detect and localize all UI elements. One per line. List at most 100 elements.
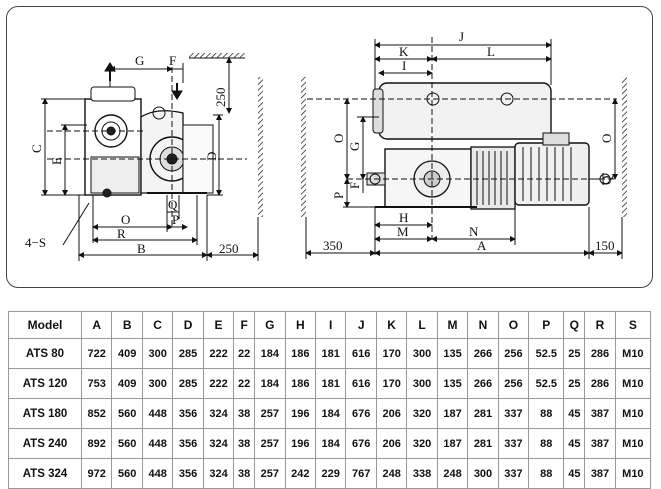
value-cell: 972: [80, 458, 113, 489]
value-cell: 448: [141, 458, 174, 489]
value-cell: 676: [345, 428, 377, 459]
column-header: C: [141, 311, 174, 339]
value-cell: 186: [284, 338, 317, 369]
label-D: D: [204, 152, 219, 161]
value-cell: 286: [584, 338, 616, 369]
value-cell: 206: [375, 398, 408, 429]
value-cell: 256: [497, 338, 530, 369]
value-cell: 206: [375, 428, 408, 459]
wall-hatch-left-view: [258, 77, 263, 217]
label-250-top: 250: [213, 88, 228, 108]
label-350: 350: [323, 238, 343, 253]
value-cell: 186: [284, 368, 317, 399]
value-cell: 52.5: [528, 368, 565, 399]
value-cell: 356: [172, 428, 204, 459]
label-F-right: F: [347, 182, 362, 189]
value-cell: 184: [254, 338, 286, 369]
value-cell: M10: [614, 368, 652, 399]
value-cell: 181: [314, 368, 347, 399]
value-cell: 45: [563, 398, 586, 429]
column-header: A: [80, 311, 113, 339]
value-cell: 242: [284, 458, 317, 489]
value-cell: 170: [375, 338, 408, 369]
dimension-spec-table: Model A B C D E F G H I J K L M N O P Q …: [8, 311, 652, 489]
label-Q-right: Q: [599, 175, 614, 185]
label-P: P: [172, 212, 179, 227]
value-cell: 852: [80, 398, 113, 429]
value-cell: 616: [345, 338, 377, 369]
label-J: J: [459, 29, 464, 44]
value-cell: 281: [467, 398, 499, 429]
model-cell: ATS 180: [8, 398, 82, 429]
value-cell: 560: [111, 398, 143, 429]
value-cell: 181: [314, 338, 347, 369]
value-cell: 248: [436, 458, 469, 489]
value-cell: M10: [614, 458, 652, 489]
column-header: F: [233, 311, 256, 339]
wall-hatch-right-view-right: [622, 77, 627, 217]
value-cell: 300: [406, 368, 438, 399]
left-view-labels: G F 250 C E D Q P O R B 250 4−S: [25, 53, 239, 256]
column-header: R: [584, 311, 616, 339]
value-cell: 196: [284, 428, 317, 459]
value-cell: 196: [284, 398, 317, 429]
label-E: E: [49, 157, 64, 165]
value-cell: 285: [172, 368, 204, 399]
value-cell: 22: [233, 338, 256, 369]
column-header: N: [467, 311, 499, 339]
value-cell: 22: [233, 368, 256, 399]
dimension-drawing: G F 250 C E D Q P O R B 250 4−S: [25, 29, 627, 261]
label-M: M: [397, 224, 409, 239]
column-header: D: [172, 311, 204, 339]
dimension-drawing-panel: G F 250 C E D Q P O R B 250 4−S: [6, 6, 653, 288]
value-cell: 356: [172, 458, 204, 489]
label-4-S: 4−S: [25, 235, 46, 250]
value-cell: 320: [406, 398, 438, 429]
value-cell: 676: [345, 398, 377, 429]
label-250-bottom: 250: [219, 241, 239, 256]
value-cell: 324: [202, 458, 235, 489]
value-cell: 184: [314, 428, 347, 459]
value-cell: 135: [436, 338, 469, 369]
value-cell: M10: [614, 428, 652, 459]
value-cell: 257: [254, 458, 286, 489]
label-O: O: [121, 212, 130, 227]
value-cell: 257: [254, 398, 286, 429]
column-header: L: [406, 311, 438, 339]
label-L: L: [487, 44, 495, 59]
value-cell: 266: [467, 368, 499, 399]
value-cell: 170: [375, 368, 408, 399]
value-cell: 38: [233, 428, 256, 459]
value-cell: 248: [375, 458, 408, 489]
right-side-view: [301, 37, 627, 259]
value-cell: 45: [563, 428, 586, 459]
column-header: G: [254, 311, 286, 339]
value-cell: 281: [467, 428, 499, 459]
value-cell: 222: [202, 368, 235, 399]
value-cell: 257: [254, 428, 286, 459]
label-F: F: [169, 53, 176, 68]
value-cell: 88: [528, 428, 565, 459]
value-cell: 38: [233, 458, 256, 489]
value-cell: 38: [233, 398, 256, 429]
left-end-view: [41, 53, 263, 261]
value-cell: 25: [563, 338, 586, 369]
value-cell: M10: [614, 398, 652, 429]
value-cell: 286: [584, 368, 616, 399]
value-cell: 892: [80, 428, 113, 459]
value-cell: 448: [141, 398, 174, 429]
column-header: Q: [563, 311, 586, 339]
column-header: B: [111, 311, 143, 339]
label-G: G: [135, 53, 144, 68]
value-cell: 560: [111, 428, 143, 459]
model-cell: ATS 324: [8, 458, 82, 489]
model-cell: ATS 80: [8, 338, 82, 369]
value-cell: 387: [584, 458, 616, 489]
column-header: I: [314, 311, 347, 339]
value-cell: 616: [345, 368, 377, 399]
value-cell: M10: [614, 338, 652, 369]
